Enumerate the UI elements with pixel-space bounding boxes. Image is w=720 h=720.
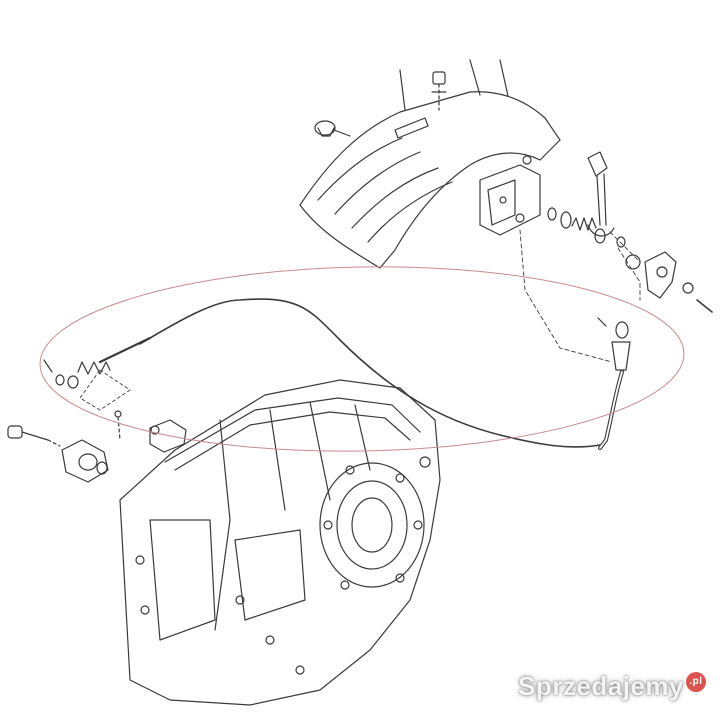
transmission-housing xyxy=(119,379,441,706)
housing-fitting xyxy=(61,439,109,483)
lever-bracket xyxy=(479,155,541,236)
watermark-logo: Sprzedajemy .pl xyxy=(518,671,706,702)
watermark-tld: .pl xyxy=(686,671,706,692)
bolt-upper-center xyxy=(431,71,447,111)
control-cable xyxy=(98,298,624,450)
washer-spring-stack xyxy=(547,207,626,248)
small-bracket xyxy=(114,410,187,453)
cable-clevis-upper xyxy=(597,317,631,371)
lever-pivot xyxy=(625,251,713,313)
watermark-brand: Sprzedajemy xyxy=(518,671,684,701)
highlight-ellipse xyxy=(39,266,685,452)
bolt-lower-left xyxy=(7,425,61,447)
leader-lines xyxy=(519,229,641,363)
control-lever xyxy=(587,151,615,237)
housing-bore xyxy=(319,462,425,590)
fender-panel xyxy=(299,59,561,269)
housing-bolt-holes xyxy=(135,456,431,675)
bolt-upper-left xyxy=(314,120,351,137)
cable-end-left xyxy=(43,359,131,411)
